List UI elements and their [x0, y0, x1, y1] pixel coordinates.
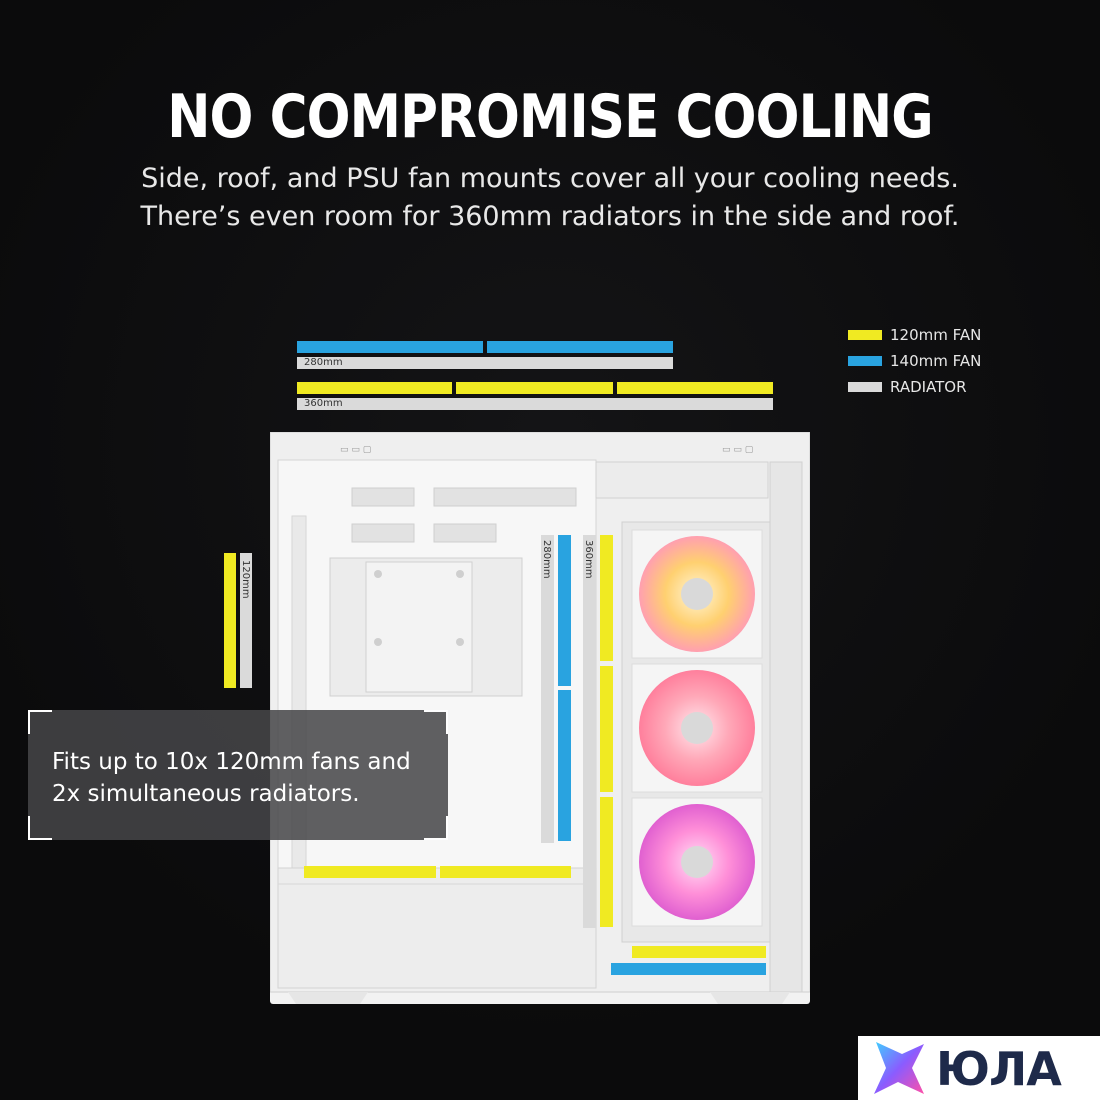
- top-140mm-fan-1: [297, 341, 483, 353]
- bottom-right-140mm-fan: [611, 963, 766, 975]
- callout-corner-tl: [28, 710, 52, 734]
- logo-wordmark: ЮЛА: [936, 1042, 1062, 1096]
- brand-logo: ЮЛА: [858, 1036, 1100, 1100]
- top-120mm-fan-2: [456, 382, 613, 394]
- top-280mm-radiator: [297, 357, 673, 369]
- bottom-right-120mm-fan: [632, 946, 766, 958]
- callout-text: Fits up to 10x 120mm fans and 2x simulta…: [52, 749, 411, 807]
- page-title: NO COMPROMISE COOLING: [167, 82, 933, 152]
- svg-text:▭ ▭ ▢: ▭ ▭ ▢: [722, 445, 753, 455]
- mid-120mm-fan-1: [600, 535, 613, 661]
- top-120mm-fan-1: [297, 382, 452, 394]
- legend-swatch-120mm-fan: [848, 330, 882, 340]
- svg-text:▭ ▭ ▢: ▭ ▭ ▢: [340, 445, 371, 455]
- top-360mm-label: 360mm: [304, 398, 343, 409]
- bottom-120mm-fan-2: [440, 866, 571, 878]
- subtitle-line-1: Side, roof, and PSU fan mounts cover all…: [141, 163, 959, 194]
- callout-corner-tr: [424, 710, 448, 734]
- bottom-120mm-fan-1: [304, 866, 436, 878]
- mid-360mm-radiator: [583, 535, 596, 928]
- side-120mm-label: 120mm: [240, 560, 251, 599]
- star-logo-icon: [874, 1042, 924, 1094]
- top-140mm-fan-2: [487, 341, 673, 353]
- legend-swatch-radiator: [848, 382, 882, 392]
- mid-280mm-label: 280mm: [541, 540, 552, 579]
- mid-140mm-fan-1: [558, 535, 571, 686]
- legend-label-140mm-fan: 140mm FAN: [890, 352, 982, 370]
- side-120mm-radiator: [240, 553, 252, 688]
- mid-360mm-label: 360mm: [583, 540, 594, 579]
- top-280mm-label: 280mm: [304, 357, 343, 368]
- callout-corner-br: [424, 816, 448, 840]
- mid-280mm-radiator: [541, 535, 554, 843]
- side-120mm-fan: [224, 553, 236, 688]
- legend-label-120mm-fan: 120mm FAN: [890, 326, 982, 344]
- legend-label-radiator: RADIATOR: [890, 378, 967, 396]
- mid-120mm-fan-2: [600, 666, 613, 792]
- mid-140mm-fan-2: [558, 690, 571, 841]
- top-120mm-fan-3: [617, 382, 773, 394]
- subtitle-line-2: There’s even room for 360mm radiators in…: [140, 201, 960, 232]
- legend-swatch-140mm-fan: [848, 356, 882, 366]
- top-360mm-radiator: [297, 398, 773, 410]
- callout-corner-bl: [28, 816, 52, 840]
- callout-box: Fits up to 10x 120mm fans and 2x simulta…: [28, 710, 448, 840]
- mid-120mm-fan-3: [600, 797, 613, 927]
